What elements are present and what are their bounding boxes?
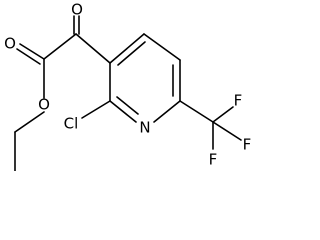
atom-label-f-bottom: F xyxy=(209,151,218,169)
bond-ring-c6-n xyxy=(153,100,181,123)
bond-ring-n-c2 xyxy=(109,100,137,123)
atom-label-f-top: F xyxy=(234,92,243,110)
bond-cf3-f-right xyxy=(212,121,242,141)
bond-ring-n-c2-inner xyxy=(116,96,139,115)
atom-label-o-ester-carbonyl: O xyxy=(4,35,16,53)
bond-ring-c3-c4 xyxy=(109,33,145,64)
atom-label-o-ketone: O xyxy=(71,1,83,19)
bond-o-ethyl xyxy=(14,111,45,133)
atom-label-f-right: F xyxy=(243,136,252,154)
bond-c6-cf3 xyxy=(179,100,214,123)
bond-cf3-f-top xyxy=(212,106,234,123)
bond-ester-co-double xyxy=(19,43,45,60)
bond-ring-c4-c5 xyxy=(143,33,181,61)
atom-label-n-ring: N xyxy=(139,119,150,137)
bond-ketone-to-ring xyxy=(75,33,111,64)
bond-ester-co-double-2 xyxy=(16,48,41,65)
bond-ketone-to-ester-c xyxy=(43,33,77,60)
atom-label-cl: Cl xyxy=(64,115,79,133)
bond-c2-cl xyxy=(81,100,111,119)
structure-canvas: O O O Cl N F F F xyxy=(4,0,252,171)
bond-ring-c3-c4-inner xyxy=(117,41,146,66)
chemical-structure-diagram: O O O Cl N F F F xyxy=(4,1,252,171)
atom-label-o-ester-single: O xyxy=(38,96,50,114)
